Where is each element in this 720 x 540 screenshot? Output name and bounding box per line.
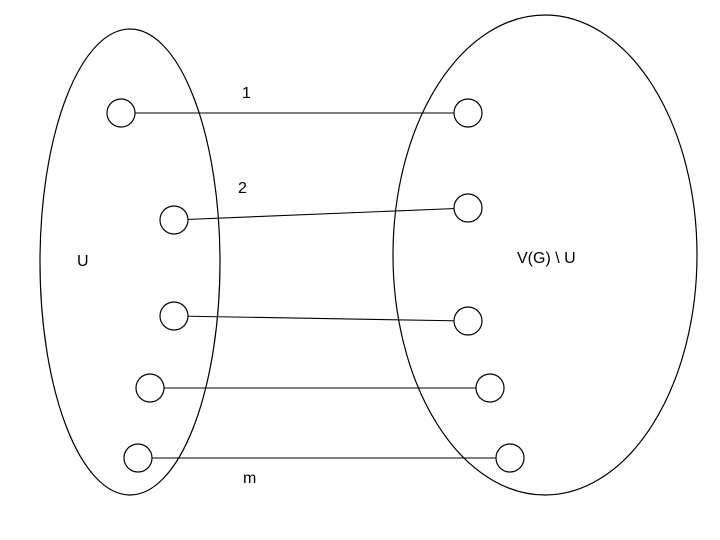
vertex-u-m	[123, 443, 153, 473]
vertex-v-4	[475, 373, 505, 403]
set-complement-label: V(G) \ U	[517, 250, 576, 267]
edge-1-label: 1	[242, 85, 251, 102]
set-u-label: U	[77, 253, 89, 270]
set-complement-ellipse	[392, 14, 698, 496]
vertex-u-2	[159, 205, 189, 235]
vertex-v-1	[453, 98, 483, 128]
edge-3-line	[173, 315, 469, 322]
vertex-u-1	[106, 98, 136, 128]
vertex-v-m	[495, 443, 525, 473]
vertex-u-4	[135, 373, 165, 403]
vertex-v-2	[453, 193, 483, 223]
vertex-v-3	[453, 306, 483, 336]
set-u-ellipse	[39, 28, 221, 496]
edge-m-label: m	[243, 470, 256, 487]
edge-2-line	[173, 207, 469, 221]
vertex-u-3	[159, 301, 189, 331]
edge-2-label: 2	[238, 180, 247, 197]
